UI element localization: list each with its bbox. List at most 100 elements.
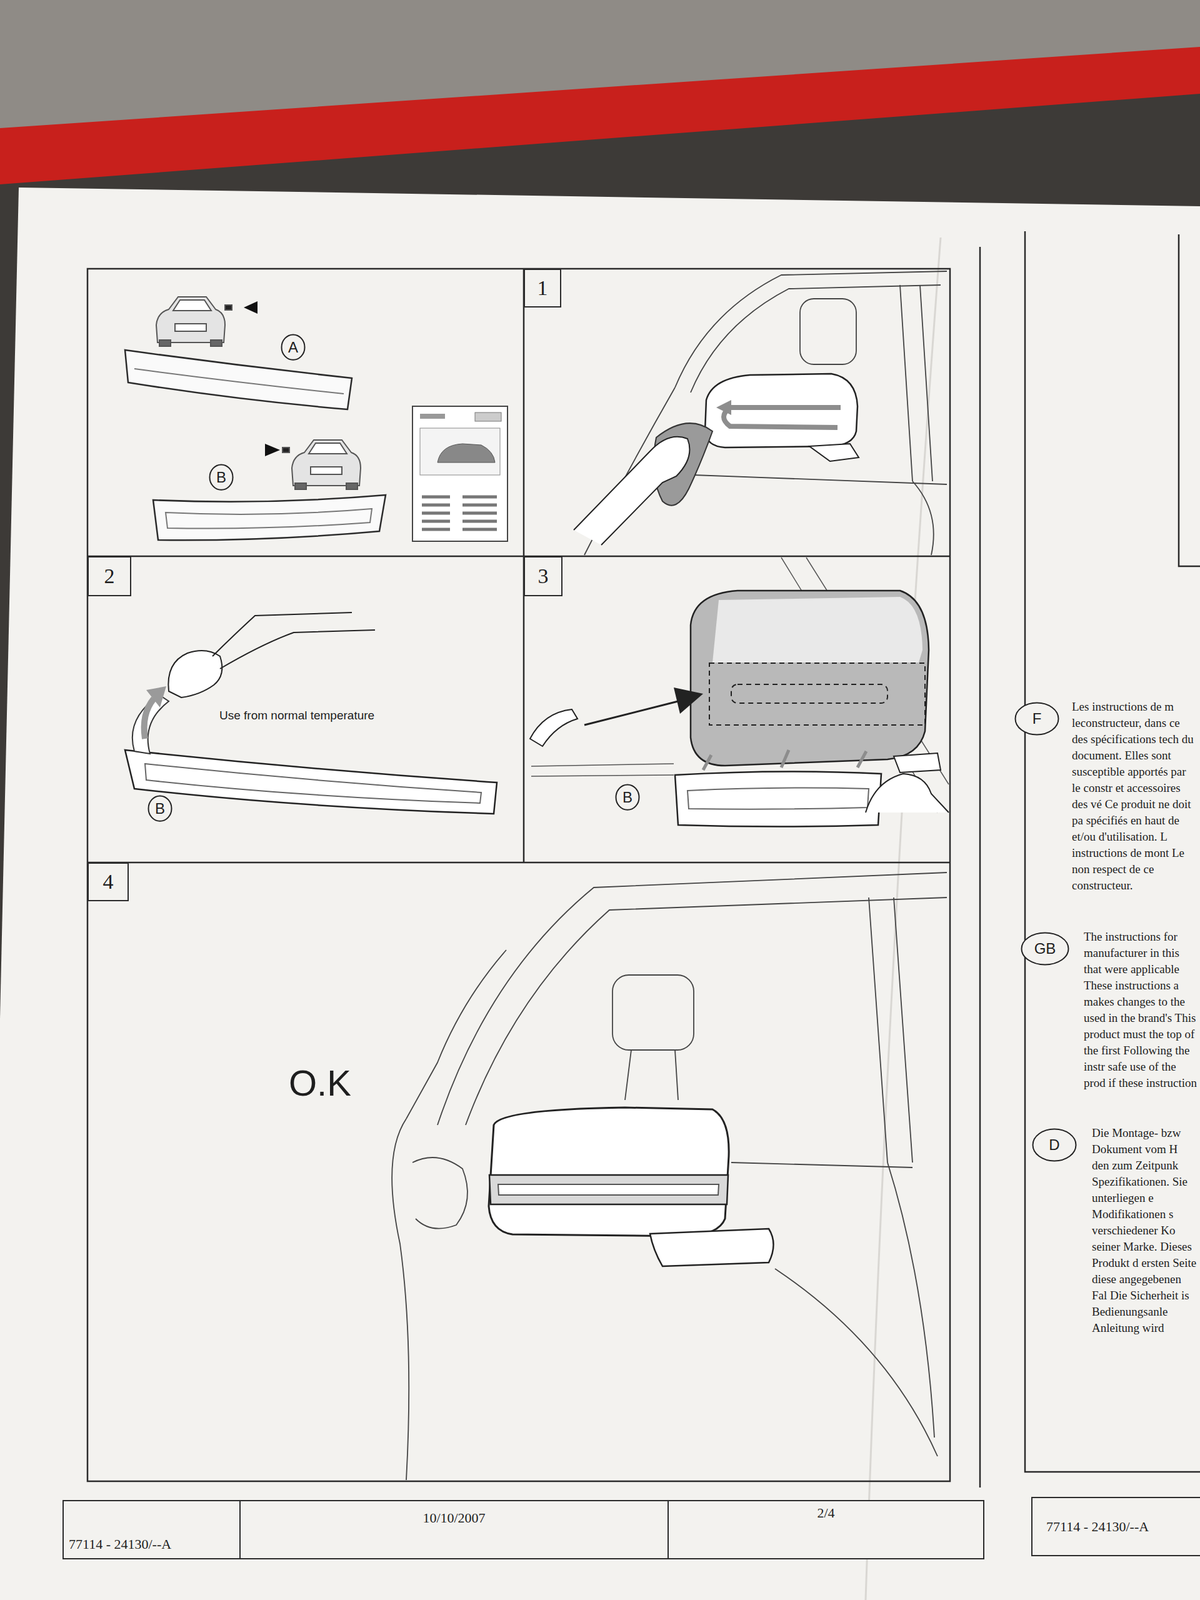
peeled-liner	[132, 695, 169, 754]
wipe-arrow	[723, 407, 841, 428]
callout-ring	[210, 465, 234, 490]
panel-divider	[87, 861, 950, 864]
strip-inner-line	[134, 368, 344, 394]
arm-outline	[212, 612, 375, 669]
peeling-hand	[168, 650, 222, 698]
strip-inner-line	[498, 1184, 719, 1195]
callout-ring	[281, 335, 305, 360]
callout-letter: B	[615, 783, 640, 811]
seat-headrest	[612, 975, 694, 1050]
thumbnail-car	[437, 443, 495, 463]
strip-inner-line	[145, 763, 482, 804]
language-badge: GB	[1020, 931, 1070, 966]
callout-ring	[1033, 1129, 1077, 1162]
callout-ring	[148, 796, 172, 822]
trim-strip-b	[675, 771, 882, 827]
body-line	[775, 1268, 938, 1457]
door-pillar	[868, 897, 913, 1163]
window-frame	[437, 872, 947, 1125]
placement-outline	[731, 684, 888, 704]
mirror-base	[650, 1228, 774, 1267]
step-number: 3	[523, 556, 563, 597]
door-edge	[887, 1162, 935, 1438]
press-arrowhead	[673, 687, 704, 714]
node-text: 1	[537, 275, 549, 300]
node-text: B	[155, 800, 165, 818]
car-wheel	[159, 340, 171, 347]
pointer-arrow	[265, 443, 280, 457]
body-line	[391, 1118, 409, 1480]
callout-ring	[1021, 933, 1069, 965]
notice-paragraph: The instructions for manufacturer in thi…	[1083, 928, 1197, 1092]
page-frame	[1178, 234, 1200, 567]
sheet-frame	[87, 268, 950, 1482]
mirror-base	[893, 753, 941, 773]
thumbnail-page	[412, 406, 508, 542]
thumbnail-heading	[420, 413, 445, 419]
node-text: GB	[1034, 940, 1057, 958]
page-number: 2/4	[667, 1500, 985, 1560]
car-wheel	[295, 483, 307, 490]
step-number: 4	[87, 862, 129, 902]
body-line	[912, 481, 934, 555]
node-text: 10/10/2007	[422, 1510, 485, 1526]
pointer-arrow	[243, 301, 258, 314]
trim-strip-b	[125, 750, 497, 814]
paper-sheet	[0, 187, 1200, 1600]
panel-divider	[87, 555, 950, 558]
node-text: 4	[103, 869, 114, 894]
squeegee	[530, 709, 578, 747]
trim-strip-a	[125, 350, 352, 410]
node-text: A	[288, 338, 299, 357]
page-frame	[979, 246, 982, 1488]
notice-paragraph: Les instructions de m leconstructeur, da…	[1071, 698, 1197, 894]
step-number: 2	[87, 556, 132, 597]
thumbnail-car	[475, 412, 502, 422]
callout-letter: B	[147, 795, 173, 822]
holding-hand	[865, 773, 949, 813]
car-wheel	[210, 340, 222, 347]
node-text: 3	[538, 563, 549, 589]
car-grille	[310, 466, 342, 475]
door-mirror	[690, 590, 929, 766]
mirror-marker	[225, 305, 232, 310]
node-text: 77114 - 24130/--A	[68, 1536, 172, 1552]
lift-arrow	[703, 750, 867, 770]
node-text: B	[622, 788, 633, 807]
mirror-marker	[282, 447, 290, 453]
instruction-note: Use from normal temperature	[219, 708, 375, 723]
document-date: 10/10/2007	[239, 1500, 669, 1560]
step-number: 1	[523, 268, 562, 308]
door-sill	[531, 763, 674, 777]
car-grille	[175, 323, 207, 332]
seat-headrest	[800, 298, 857, 365]
cleaning-hand	[573, 436, 690, 545]
door-mirror	[705, 373, 858, 448]
node-text: 77114 - 24130/--A	[1046, 1518, 1149, 1535]
mirror-highlight	[712, 596, 923, 663]
vehicle-sheet-thumbnail	[412, 406, 508, 542]
page-frame	[1025, 231, 1200, 1472]
belt-line	[693, 475, 947, 485]
notice-paragraph: Die Montage- bzw Dokument vom H den zum …	[1091, 1125, 1197, 1337]
peel-arrowhead	[146, 686, 167, 708]
seat-back	[625, 1050, 679, 1100]
ok-mark: O.K	[288, 1062, 352, 1105]
fitted-trim-strip	[489, 1175, 729, 1205]
node-text: 2	[104, 563, 115, 589]
red-band	[0, 46, 1200, 185]
mirror-base	[809, 443, 859, 462]
peel-arrow	[144, 698, 154, 739]
paper-fold	[865, 237, 941, 1600]
callout-letter: B	[208, 463, 234, 491]
node-text: 2/4	[816, 1505, 835, 1521]
language-badge: F	[1014, 701, 1060, 736]
thumbnail-photo	[420, 428, 500, 475]
document-reference: 77114 - 24130/--A	[1031, 1496, 1200, 1557]
strip-inner-line	[165, 508, 372, 529]
door-mirror	[488, 1107, 729, 1237]
car-wheel	[346, 483, 358, 490]
strip-inner-line	[687, 788, 869, 810]
